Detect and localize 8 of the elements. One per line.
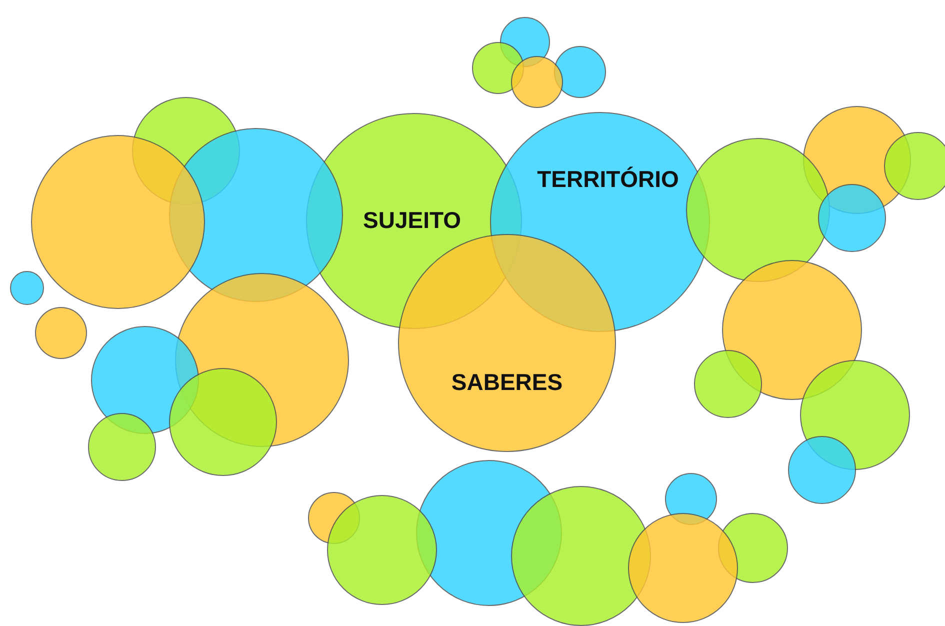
concept-label: SUJEITO: [362, 207, 462, 234]
bubble-circle: [35, 307, 87, 359]
concept-label: TERRITÓRIO: [536, 166, 680, 193]
bubble-circle: [511, 56, 563, 108]
bubble-circle: [10, 271, 44, 305]
concept-label: SABERES: [450, 369, 564, 396]
bubble-circle: [554, 46, 606, 98]
bubble-circle: [884, 132, 945, 200]
